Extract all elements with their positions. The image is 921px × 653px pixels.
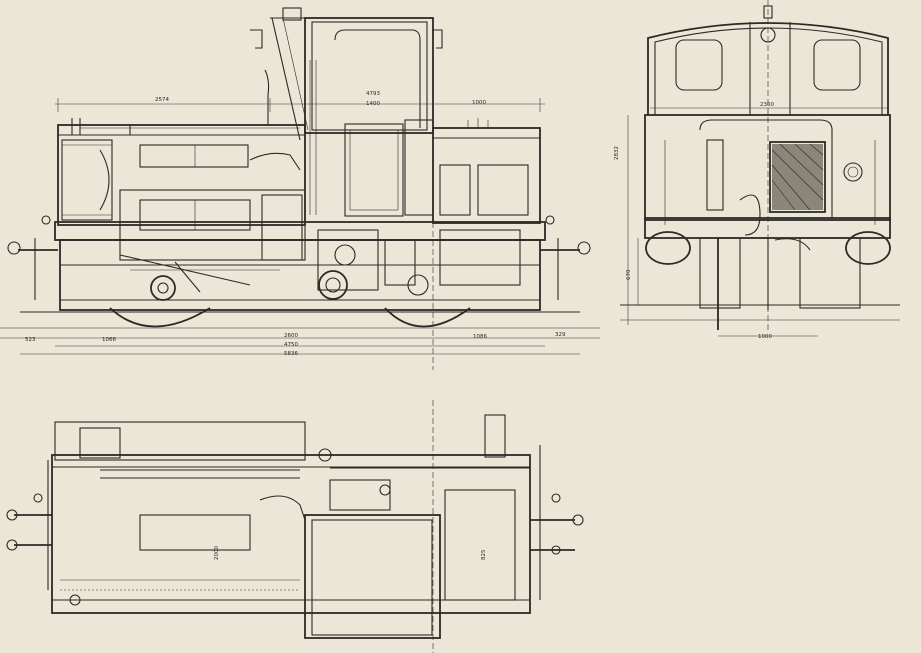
dim-front-2: 2832 — [614, 146, 620, 160]
dim-side-bottom-5: 5836 — [284, 351, 298, 357]
dim-side-top-4: 1000 — [472, 100, 486, 106]
dim-side-bottom-3: 2600 — [284, 333, 298, 339]
dim-front-1: 2300 — [760, 102, 774, 108]
side-bottom-dimensions: 523 1066 2600 4750 5836 1086 329 — [0, 332, 600, 357]
dim-side-bottom-6: 1086 — [473, 334, 487, 340]
radiator-grille — [771, 143, 824, 211]
long-hood — [57, 118, 306, 261]
dim-side-top-3: 1400 — [366, 101, 380, 107]
frame-and-running-gear — [0, 221, 600, 329]
short-hood — [432, 118, 541, 224]
cab-side — [250, 7, 443, 217]
dim-side-top-2: 4793 — [366, 91, 380, 97]
side-elevation-view: 2574 4793 1400 1000 — [0, 7, 600, 370]
dim-side-bottom-2: 1066 — [102, 337, 116, 343]
dim-side-bottom-7: 329 — [555, 332, 566, 338]
plan-view: 2000 825 — [6, 400, 584, 653]
front-elevation-view: 2300 2832 670 1000 — [614, 0, 900, 340]
dim-side-bottom-4: 4750 — [284, 342, 298, 348]
dim-plan-1: 2000 — [214, 546, 220, 560]
side-buffers — [7, 215, 591, 300]
dim-front-3: 670 — [626, 269, 632, 280]
dim-front-4: 1000 — [758, 334, 772, 340]
dim-side-top-1: 2574 — [155, 97, 169, 103]
dim-side-bottom-1: 523 — [25, 337, 36, 343]
dim-plan-2: 825 — [481, 549, 487, 560]
